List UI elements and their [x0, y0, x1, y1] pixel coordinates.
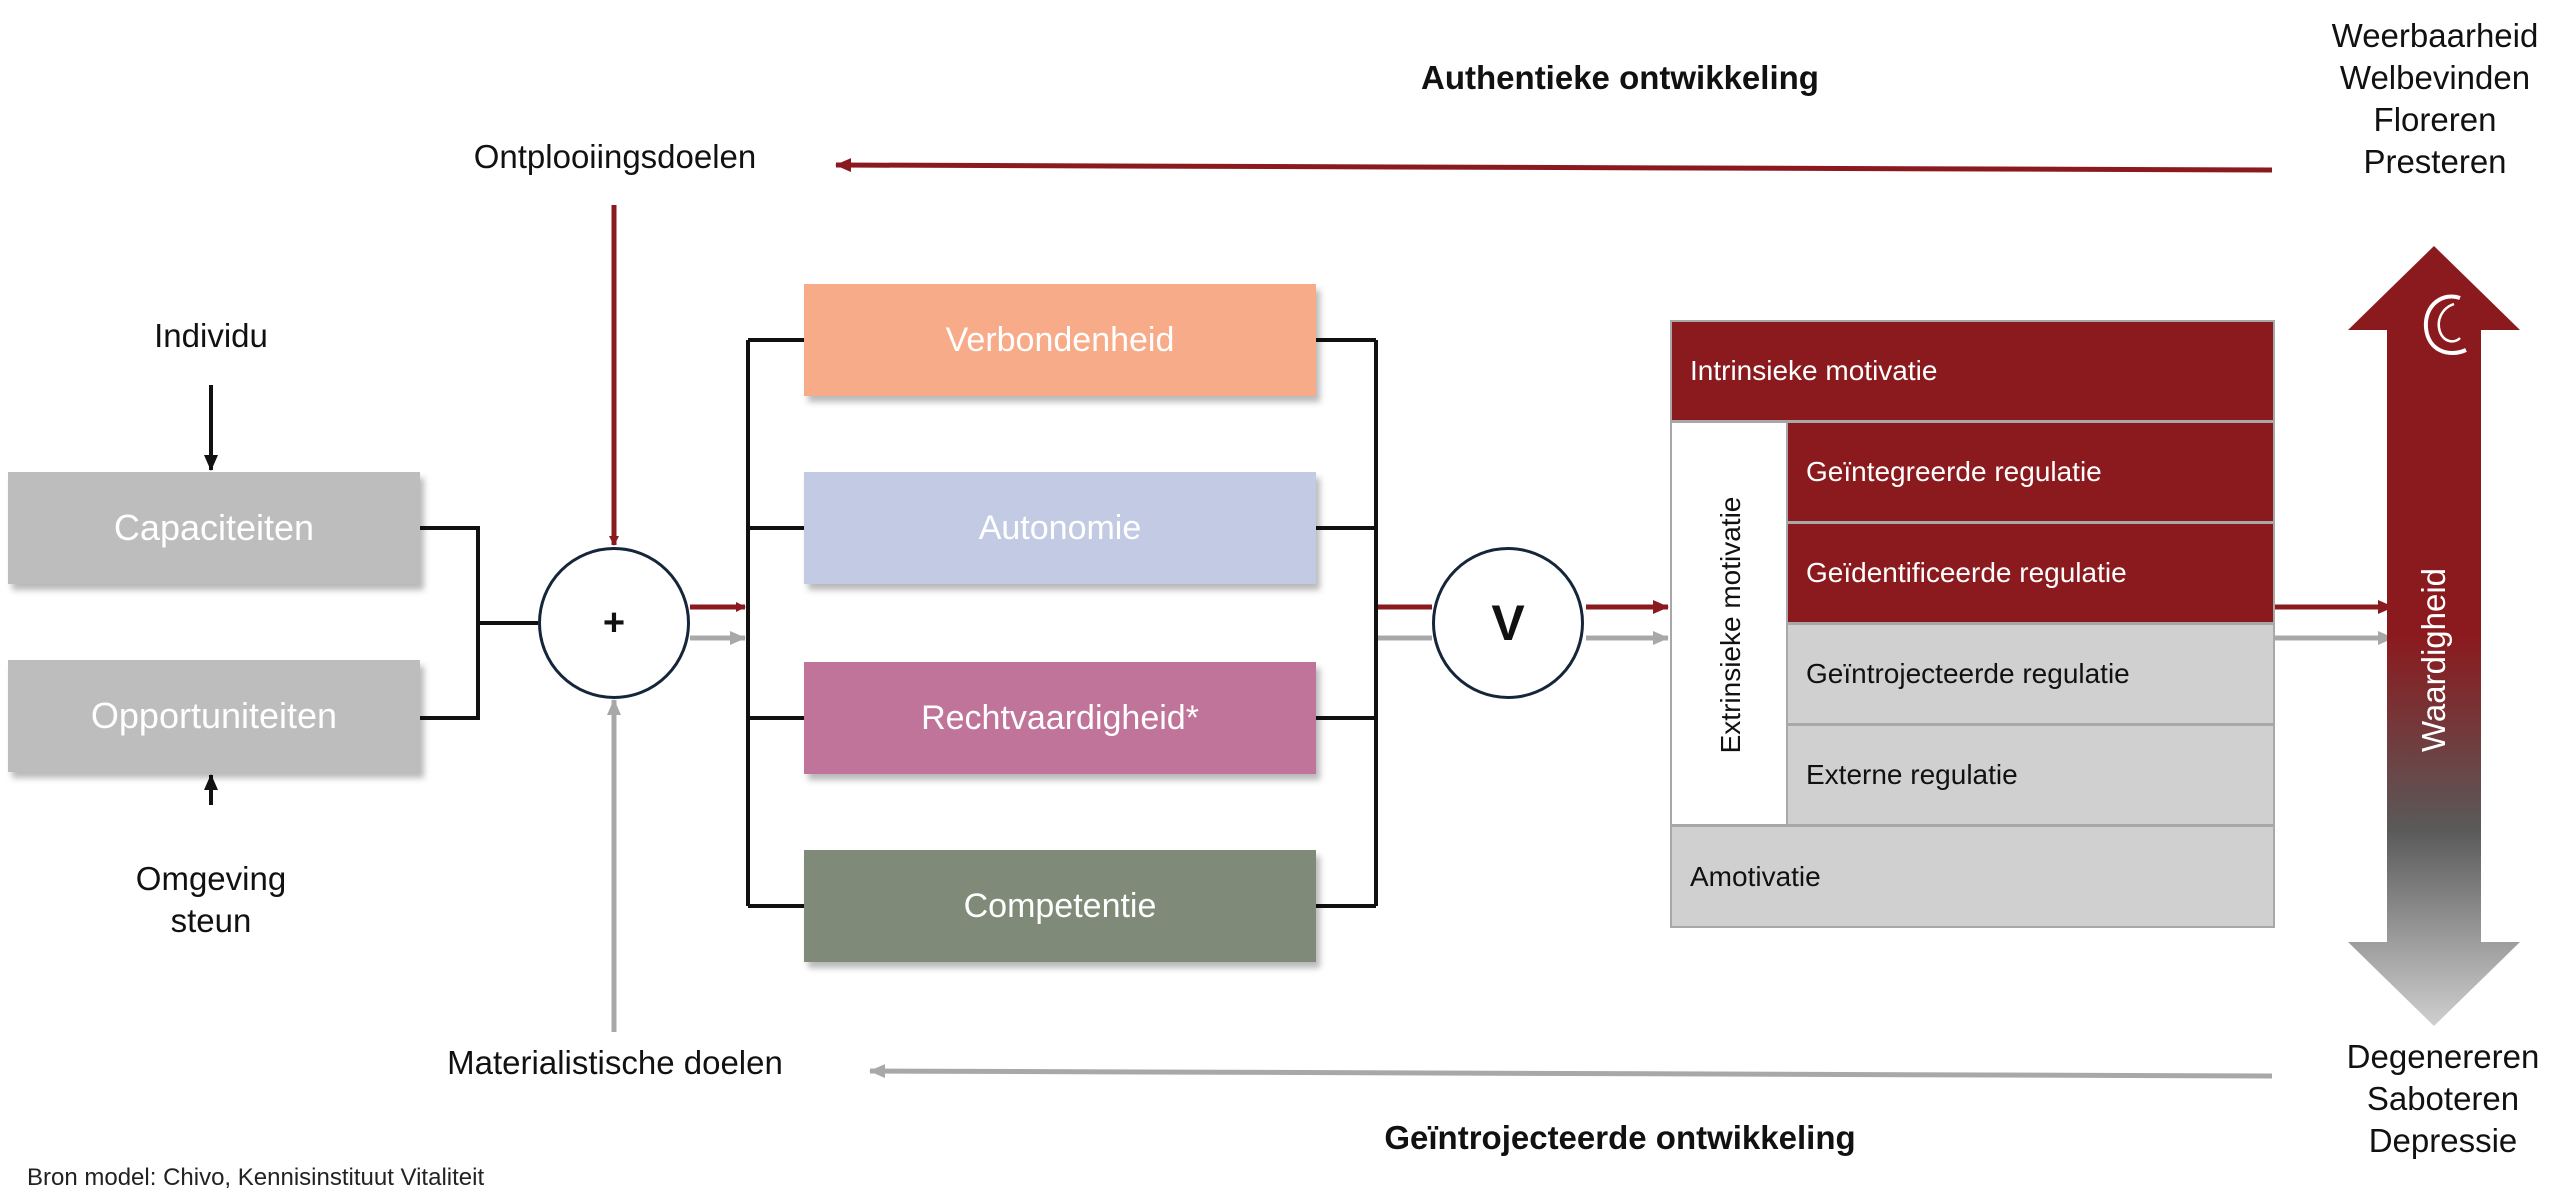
outcome-presteren: Presteren — [2363, 143, 2507, 180]
capaciteiten-box: Capaciteiten — [8, 472, 420, 584]
need-box-rechtvaardigheid: Rechtvaardigheid* — [804, 662, 1316, 774]
ontplooiingsdoelen-label: Ontplooiingsdoelen — [473, 138, 757, 175]
plus-operator: + — [538, 547, 690, 699]
introjected-feedback-arrow — [869, 1064, 2273, 1079]
outcome-saboteren: Saboteren — [2366, 1080, 2520, 1117]
introjected-development-label: Geïntrojecteerde ontwikkeling — [1384, 1119, 1856, 1156]
outcome-degenereren: Degenereren — [2346, 1038, 2540, 1075]
v-operator: V — [1432, 547, 1584, 699]
outcome-weerbaarheid: Weerbaarheid — [2331, 17, 2539, 54]
outcome-depressie: Depressie — [2368, 1122, 2518, 1159]
waardigheid-label: Waardigheid — [2415, 567, 2452, 753]
outcome-floreren: Floreren — [2373, 101, 2497, 138]
steun-line: steun — [170, 902, 252, 939]
chivo-logo — [2423, 294, 2467, 356]
omgeving-steun-label: Omgeving steun — [96, 858, 326, 942]
omgeving-line: Omgeving — [135, 860, 287, 897]
row-geintegreerde-regulatie: Geïntegreerde regulatie — [1786, 421, 2275, 523]
need-box-autonomie: Autonomie — [804, 472, 1316, 584]
v-symbol: V — [1491, 595, 1525, 651]
waardigheid-scale-arrow — [2348, 246, 2520, 1026]
source-credit: Bron model: Chivo, Kennisinstituut Vital… — [27, 1164, 485, 1191]
need-box-verbondenheid: Verbondenheid — [804, 284, 1316, 396]
individu-label: Individu — [154, 317, 268, 354]
row-externe-regulatie: Externe regulatie — [1786, 724, 2275, 826]
outcome-welbevinden: Welbevinden — [2339, 59, 2531, 96]
extrinsic-title: Extrinsieke motivatie — [1715, 496, 1746, 754]
materialistische-doelen-label: Materialistische doelen — [447, 1044, 783, 1081]
extrinsic-column: Extrinsieke motivatie — [1670, 421, 1788, 826]
input-bracket — [420, 526, 480, 720]
row-intrinsieke-motivatie: Intrinsieke motivatie — [1670, 320, 2275, 422]
row-amotivatie: Amotivatie — [1670, 825, 2275, 928]
positive-outcomes: Weerbaarheid Welbevinden Floreren Preste… — [2300, 15, 2560, 183]
authentic-development-label: Authentieke ontwikkeling — [1421, 59, 1819, 96]
authentic-feedback-arrow — [835, 158, 2273, 173]
opportuniteiten-box: Opportuniteiten — [8, 660, 420, 772]
negative-outcomes: Degenereren Saboteren Depressie — [2308, 1036, 2560, 1162]
need-box-competentie: Competentie — [804, 850, 1316, 962]
row-geintrojecteerde-regulatie: Geïntrojecteerde regulatie — [1786, 623, 2275, 725]
plus-symbol: + — [602, 601, 626, 644]
row-geidentificeerde-regulatie: Geïdentificeerde regulatie — [1786, 522, 2275, 624]
motivation-table: Intrinsieke motivatie Extrinsieke motiva… — [1670, 320, 2275, 928]
